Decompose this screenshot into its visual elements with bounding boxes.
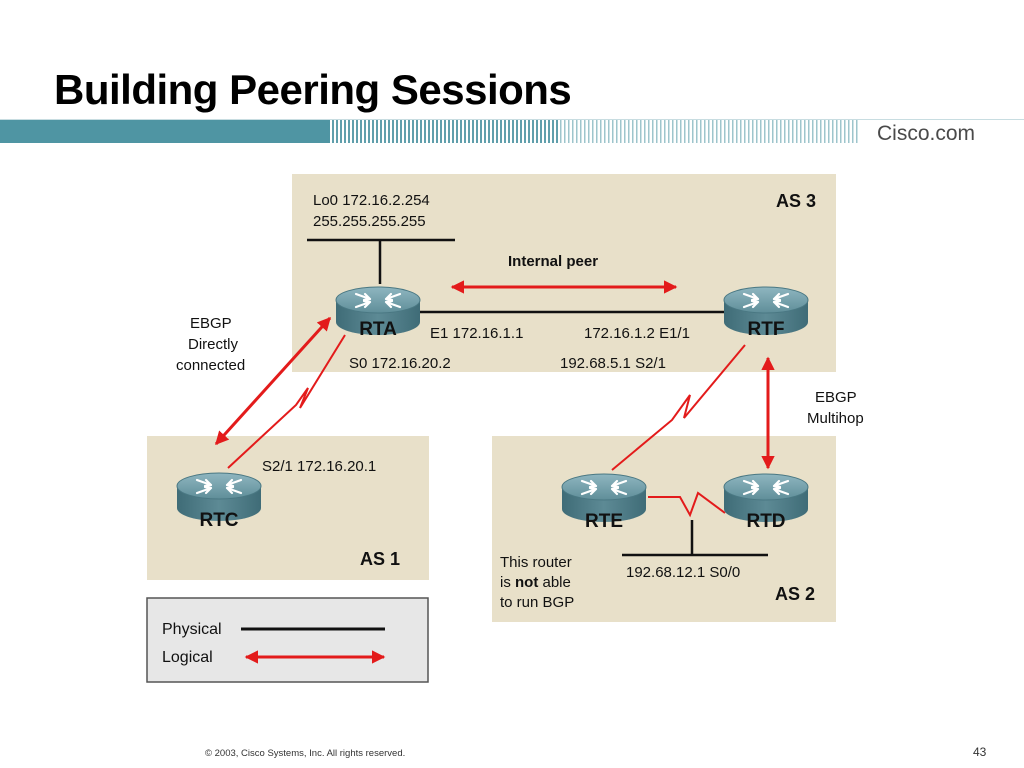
serial-link-rtf-rte — [611, 344, 746, 471]
router-rtf: RTF — [722, 285, 810, 340]
router-rta: RTA — [334, 285, 422, 340]
as3-label: AS 3 — [776, 191, 816, 211]
ebgp-multihop-label-2: Multihop — [807, 410, 864, 427]
rte-note-line-3: to run BGP — [500, 594, 574, 611]
as1-label: AS 1 — [360, 549, 400, 569]
legend-physical-label: Physical — [162, 621, 222, 638]
serial-link-rte-rtd — [648, 491, 726, 518]
slide-title: Building Peering Sessions — [54, 66, 572, 113]
router-rtd-label: RTD — [746, 511, 785, 532]
rte-note-line-1: This router — [500, 554, 572, 571]
rte-note-line-2: is not able — [500, 574, 571, 591]
router-rtc-label: RTC — [199, 510, 238, 531]
internal-peer-label: Internal peer — [508, 253, 598, 270]
page-number: 43 — [973, 745, 987, 759]
router-rtc: RTC — [175, 471, 263, 531]
ebgp-multihop-label-1: EBGP — [815, 389, 857, 406]
rta-s0-address: S0 172.16.20.2 — [349, 355, 451, 372]
ebgp-direct-label-2: Directly — [188, 336, 239, 353]
router-rte-label: RTE — [585, 511, 623, 532]
header-bar — [0, 119, 1024, 143]
as3-area — [292, 174, 836, 372]
router-rta-label: RTA — [359, 319, 397, 340]
legend: Physical Logical — [146, 597, 429, 683]
router-rtd: RTD — [722, 472, 810, 532]
brand-logo: Cisco.com — [877, 122, 976, 145]
rta-e1-address: E1 172.16.1.1 — [430, 325, 523, 342]
as2-area — [492, 436, 836, 622]
lo0-address: Lo0 172.16.2.254 — [313, 192, 430, 209]
rtc-s2-address: S2/1 172.16.20.1 — [262, 458, 376, 475]
router-rte: RTE — [560, 472, 648, 532]
lo0-mask: 255.255.255.255 — [313, 213, 426, 230]
ebgp-direct-label-1: EBGP — [190, 315, 232, 332]
ebgp-direct-arrow — [214, 316, 332, 446]
as2-label: AS 2 — [775, 584, 815, 604]
legend-logical-label: Logical — [162, 649, 213, 666]
rtf-e1-address: 172.16.1.2 E1/1 — [584, 325, 690, 342]
router-rtf-label: RTF — [748, 319, 785, 340]
rtd-s0-address: 192.68.12.1 S0/0 — [626, 564, 740, 581]
ebgp-direct-label-3: connected — [176, 357, 245, 374]
copyright-notice: © 2003, Cisco Systems, Inc. All rights r… — [205, 748, 406, 759]
rtf-s2-address: 192.68.5.1 S2/1 — [560, 355, 666, 372]
